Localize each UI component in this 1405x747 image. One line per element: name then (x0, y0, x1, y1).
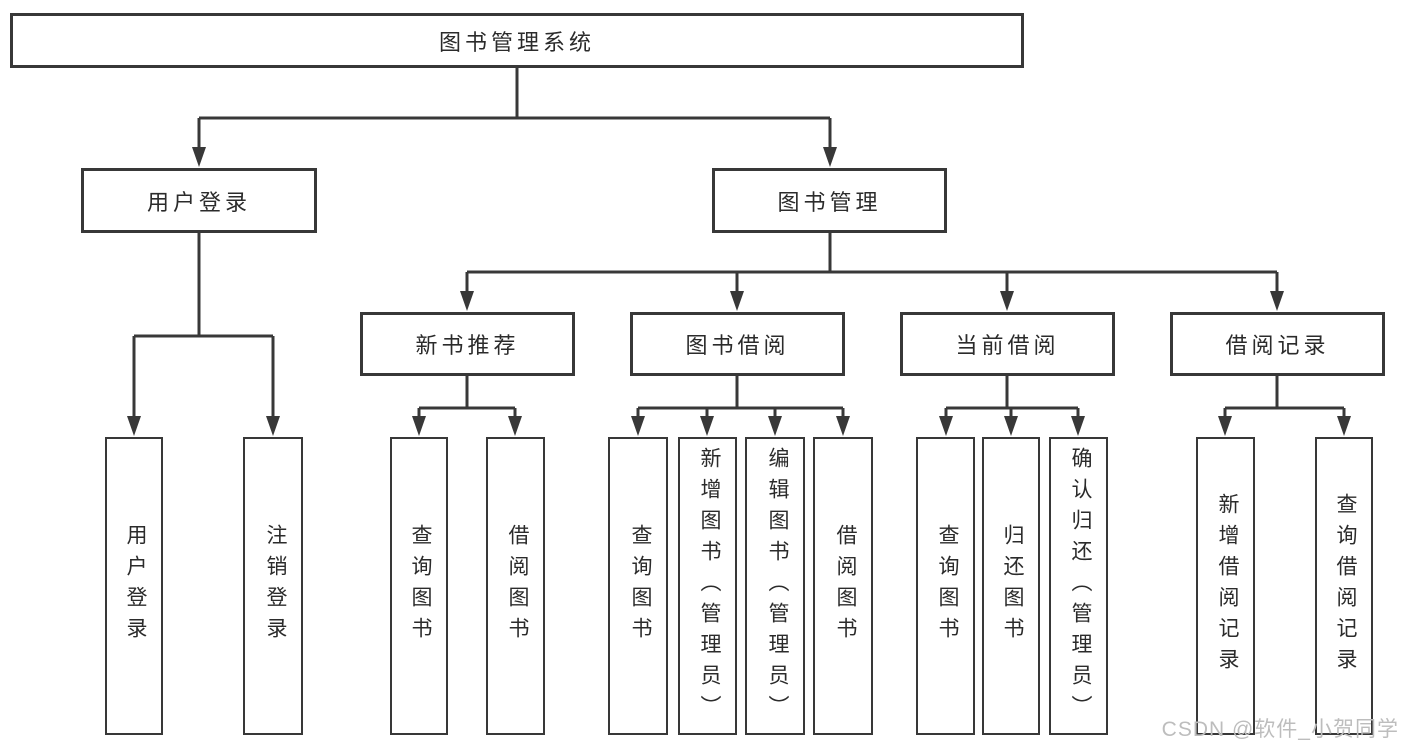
node-leaf-query-books-current: 查询图书 (916, 437, 975, 735)
arrowhead (1071, 416, 1085, 436)
arrowhead (700, 416, 714, 436)
node-book-borrow: 图书借阅 (630, 312, 845, 376)
node-user-login: 用户登录 (81, 168, 317, 233)
node-book-management: 图书管理 (712, 168, 947, 233)
csdn-watermark: CSDN @软件_小贺同学 (1161, 718, 1399, 741)
arrowhead (1004, 416, 1018, 436)
arrowhead (1000, 291, 1014, 311)
node-leaf-borrow-books-recommend: 借阅图书 (486, 437, 545, 735)
arrowhead (730, 291, 744, 311)
node-leaf-add-book-admin: 新增图书（管理员） (678, 437, 737, 735)
node-borrow-records: 借阅记录 (1170, 312, 1385, 376)
node-leaf-edit-book-admin: 编辑图书（管理员） (745, 437, 805, 735)
arrowhead (939, 416, 953, 436)
node-leaf-query-borrow-record: 查询借阅记录 (1315, 437, 1373, 735)
arrowhead (460, 291, 474, 311)
node-leaf-return-books: 归还图书 (982, 437, 1040, 735)
node-leaf-query-books-recommend: 查询图书 (390, 437, 448, 735)
node-leaf-add-borrow-record: 新增借阅记录 (1196, 437, 1255, 735)
node-leaf-confirm-return-admin: 确认归还（管理员） (1049, 437, 1108, 735)
arrowhead (1270, 291, 1284, 311)
node-leaf-user-login: 用户登录 (105, 437, 163, 735)
arrowhead (823, 147, 837, 167)
node-leaf-logout: 注销登录 (243, 437, 303, 735)
node-new-book-recommend: 新书推荐 (360, 312, 575, 376)
arrowhead (768, 416, 782, 436)
node-current-borrow: 当前借阅 (900, 312, 1115, 376)
arrowhead (836, 416, 850, 436)
arrowhead (127, 416, 141, 436)
arrowhead (631, 416, 645, 436)
arrowhead (508, 416, 522, 436)
node-library-system: 图书管理系统 (10, 13, 1024, 68)
node-leaf-borrow-books: 借阅图书 (813, 437, 873, 735)
arrowhead (412, 416, 426, 436)
arrowhead (1218, 416, 1232, 436)
arrowhead (192, 147, 206, 167)
arrowhead (266, 416, 280, 436)
node-leaf-query-books-borrow: 查询图书 (608, 437, 668, 735)
arrowhead (1337, 416, 1351, 436)
